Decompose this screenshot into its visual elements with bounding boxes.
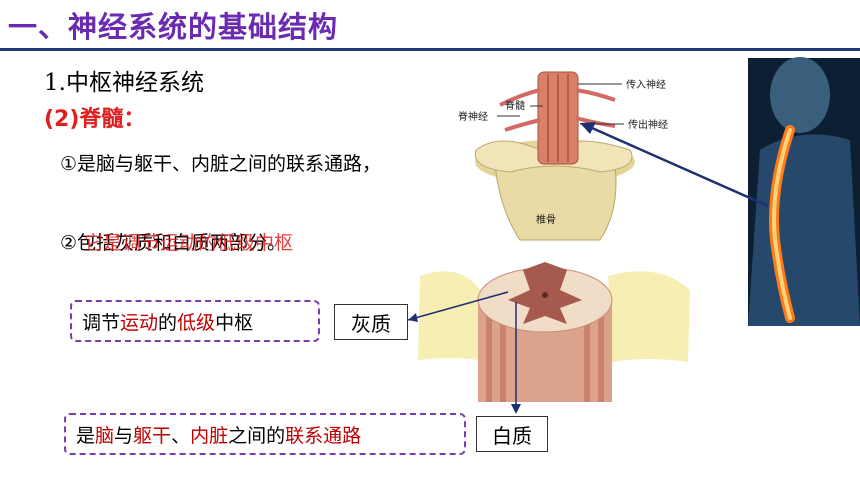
point-2-text: ②包括灰质和白质两部分。 bbox=[60, 232, 287, 254]
section-heading: 1.中枢神经系统 bbox=[44, 70, 204, 96]
subsection-heading: (2)脊髓： bbox=[44, 107, 146, 132]
title-divider bbox=[0, 48, 860, 51]
human-spine-image bbox=[748, 57, 860, 326]
pointer-arrow bbox=[580, 122, 769, 208]
label-spinal-nerve: 脊神经 bbox=[458, 110, 488, 123]
label-afferent: 传入神经 bbox=[626, 78, 666, 91]
page-title: 一、神经系统的基础结构 bbox=[8, 10, 339, 44]
white-matter-label: 白质 bbox=[476, 416, 548, 452]
connector-lines bbox=[407, 291, 521, 414]
point-1-text: ①是脑与躯干、内脏之间的联系通路， bbox=[60, 153, 382, 175]
label-vertebra: 椎骨 bbox=[536, 213, 556, 226]
animated-overlay-text: 它是调节运动的低级中枢 bbox=[84, 232, 294, 254]
gray-matter-description: 调节运动的低级中枢 bbox=[70, 300, 320, 342]
spinal-cord-cross-section bbox=[418, 262, 690, 402]
gray-matter-label: 灰质 bbox=[334, 304, 408, 340]
label-spinal-cord: 脊髓 bbox=[505, 99, 525, 112]
vertebra-illustration: 传入神经 脊髓 脊神经 传出神经 椎骨 bbox=[458, 71, 668, 241]
label-efferent: 传出神经 bbox=[628, 118, 668, 131]
white-matter-description: 是脑与躯干、内脏之间的联系通路 bbox=[64, 413, 466, 455]
